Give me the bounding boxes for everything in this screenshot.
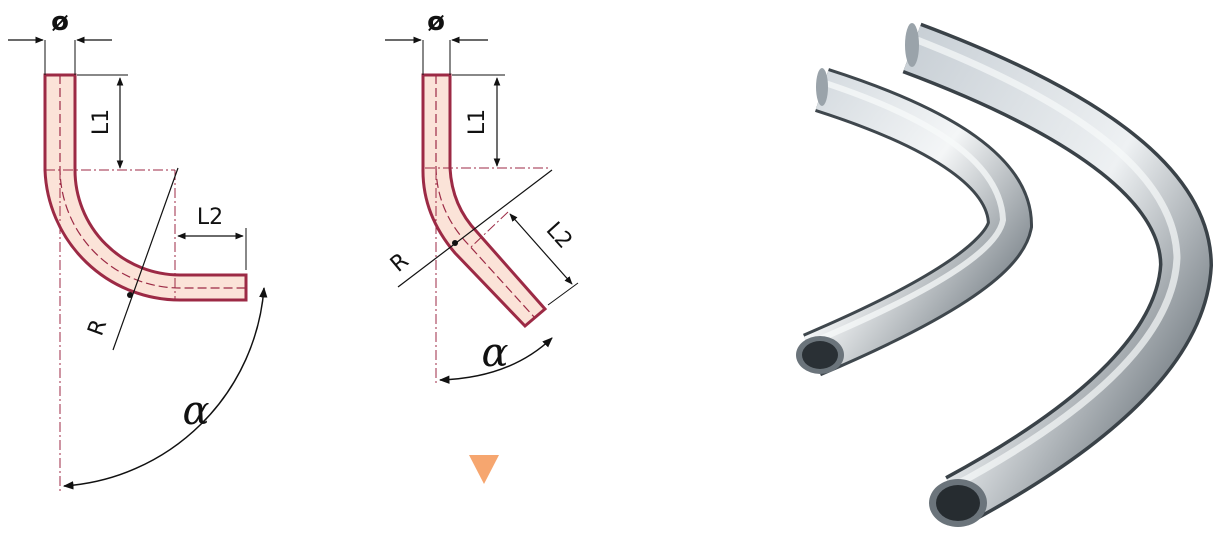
l2-dimension-arrow-45 [509,213,573,285]
radius-point-45 [452,240,458,246]
radius-point [127,292,133,298]
tube-centerline-90 [59,75,246,289]
l1-label-45: L1 [465,109,490,135]
angle-label-45: α [481,330,508,376]
tube-large-opening [936,485,980,521]
bend-diagram-90: ø L1 L2 R α [8,7,268,492]
bend-diagram-45: ø L1 L2 R α [385,7,579,484]
angle-arc [62,286,268,490]
radius-label-45: R [386,249,414,278]
tube-small-opening [802,341,838,369]
radius-label: R [84,316,113,339]
diameter-label: ø [51,7,69,37]
l2-ext-end-45 [547,282,579,306]
tube-large-highlight [908,34,1181,492]
radius-line-45 [397,169,553,288]
tube-large-body [903,25,1210,521]
l1-label: L1 [89,109,114,135]
diameter-label-45: ø [427,7,445,37]
angle-label: α [182,388,209,434]
tube-small-highlight [805,79,1007,347]
l2-label-45: L2 [541,218,577,254]
tube-small-body [804,70,1031,374]
tube-outline-90 [43,73,248,302]
down-triangle-icon [469,455,499,484]
bent-steel-tubes-image [796,22,1214,527]
tube-large-top-end [905,23,919,67]
angle-arc-45 [438,337,553,384]
l2-label: L2 [197,205,223,230]
tube-small-top-end [816,68,828,106]
tangent-line-l2-45 [469,211,509,249]
